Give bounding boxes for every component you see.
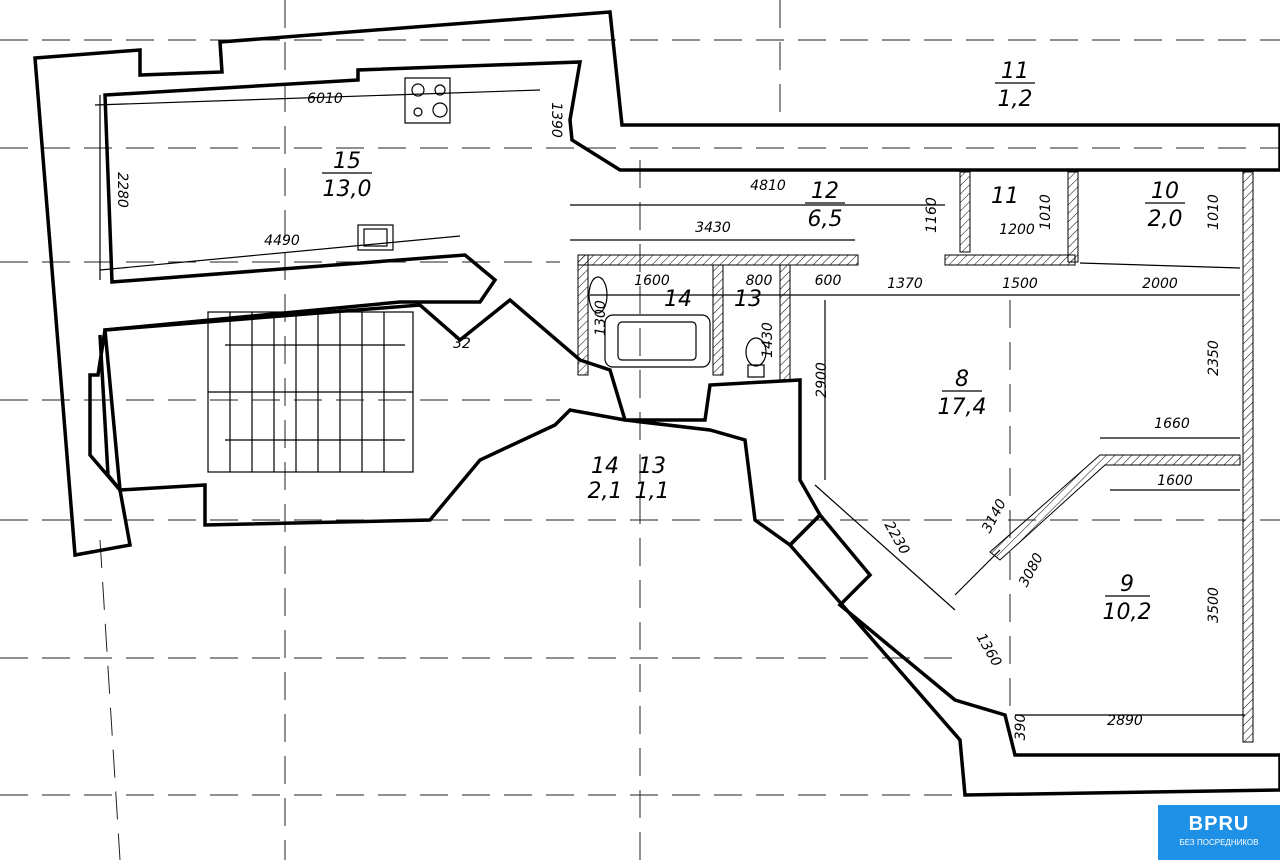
dimension-label: 800: [746, 273, 773, 289]
dimension-label: 1430: [760, 322, 776, 358]
dimension-label: 1360: [973, 631, 1005, 670]
room-labels: 11 1,2 15 13,0 12 6,5 11 1 10 2,0 14 13 …: [322, 59, 1185, 625]
washbasin-icon: [588, 276, 608, 314]
room-area: 2,1: [588, 479, 623, 504]
dimension-label: 2230: [881, 519, 913, 558]
dimension-label: 1390: [548, 102, 564, 138]
dimension-label: 2900: [814, 362, 830, 398]
dimension-label: 32: [453, 336, 471, 352]
room-area: 2,0: [1148, 207, 1183, 232]
room-area: 1,2: [998, 87, 1033, 112]
stairs-icon: [207, 311, 414, 473]
dimension-labels: 6010 1390 2280 4490 4810 3430 1160 1200 …: [114, 91, 1222, 740]
room-number: 9: [1120, 572, 1134, 597]
dimension-label: 1660: [1154, 416, 1190, 432]
room-number: 14: [591, 454, 619, 479]
dimension-label: 6010: [307, 91, 343, 107]
stove-icon: [404, 77, 451, 124]
watermark-tagline: БЕЗ ПОСРЕДНИКОВ: [1179, 838, 1259, 847]
dimension-label: 2280: [114, 172, 130, 208]
dimension-label: 1600: [634, 273, 670, 289]
room-number: 14: [664, 287, 692, 312]
room-area: 17,4: [938, 395, 987, 420]
watermark-brand: BPRU: [1188, 813, 1250, 835]
dimension-label: 2890: [1107, 713, 1143, 729]
partitions: [577, 171, 1254, 743]
room-area: 6,5: [808, 207, 843, 232]
dimension-label: 390: [1013, 714, 1029, 741]
room-area: 10,2: [1103, 600, 1152, 625]
dimension-label: 1010: [1206, 194, 1222, 230]
room-number: 8: [955, 367, 969, 392]
dimension-label: 600: [815, 273, 842, 289]
dimension-label: 3500: [1206, 587, 1222, 623]
dimension-label: 3430: [695, 220, 731, 236]
dimension-label: 2350: [1206, 340, 1222, 376]
room-number: 11: [1001, 59, 1029, 84]
dimension-label: 4490: [264, 233, 300, 249]
sink-icon: [357, 224, 394, 251]
dimension-label: 1300: [593, 300, 609, 336]
bathtub-icon: [604, 314, 711, 368]
fixtures: [207, 77, 767, 473]
dimension-label: 3080: [1016, 551, 1047, 590]
dimension-lines: [94, 89, 1245, 716]
dimension-label: 4810: [750, 178, 786, 194]
room-number: 10: [1151, 179, 1179, 204]
dimension-label: 1010: [1038, 194, 1054, 230]
dimension-label: 1200: [999, 222, 1035, 238]
room-area: 1,1: [635, 479, 670, 504]
room-area: 13,0: [323, 177, 372, 202]
toilet-icon: [745, 337, 767, 378]
room-number: 12: [811, 179, 839, 204]
dimension-label: 1500: [1002, 276, 1038, 292]
dimension-label: 3140: [979, 497, 1010, 536]
room-number: 13: [734, 287, 762, 312]
dimension-label: 2000: [1142, 276, 1178, 292]
room-number: 13: [638, 454, 666, 479]
room-number: 11: [991, 184, 1019, 209]
dimension-label: 1160: [924, 197, 940, 233]
dimension-label: 1370: [887, 276, 923, 292]
room-number: 15: [333, 149, 361, 174]
watermark-badge: BPRU БЕЗ ПОСРЕДНИКОВ: [1158, 805, 1280, 860]
dimension-label: 1600: [1157, 473, 1193, 489]
walls: [33, 10, 1280, 797]
